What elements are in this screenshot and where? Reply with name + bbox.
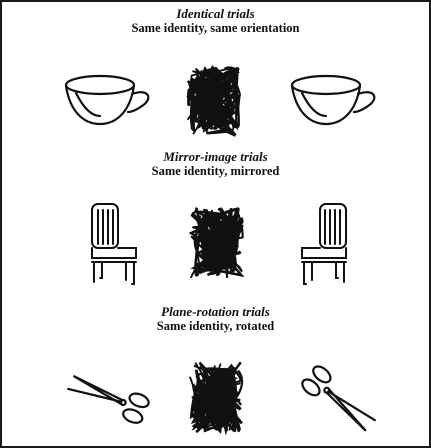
rotation-trials-row — [2, 356, 429, 446]
section-title: Identical trials — [2, 6, 429, 21]
section-subtitle: Same identity, same orientation — [2, 21, 429, 36]
section-heading-rotation: Plane-rotation trials Same identity, rot… — [2, 304, 429, 334]
section-heading-identical: Identical trials Same identity, same ori… — [2, 6, 429, 36]
scribble-mask-icon — [182, 60, 246, 142]
section-title: Plane-rotation trials — [2, 304, 429, 319]
section-subtitle: Same identity, rotated — [2, 319, 429, 334]
scribble-mask-icon — [184, 356, 248, 438]
mirror-trials-row — [2, 200, 429, 290]
scissors-icon — [66, 370, 158, 426]
section-heading-mirror: Mirror-image trials Same identity, mirro… — [2, 149, 429, 179]
cup-icon — [62, 72, 158, 130]
chair-icon-mirrored — [290, 200, 352, 286]
scribble-mask-icon — [185, 202, 249, 284]
scissors-icon-rotated — [290, 366, 382, 430]
chair-icon — [86, 200, 148, 286]
section-subtitle: Same identity, mirrored — [2, 164, 429, 179]
cup-icon — [288, 72, 384, 130]
section-title: Mirror-image trials — [2, 149, 429, 164]
identical-trials-row — [2, 60, 429, 150]
